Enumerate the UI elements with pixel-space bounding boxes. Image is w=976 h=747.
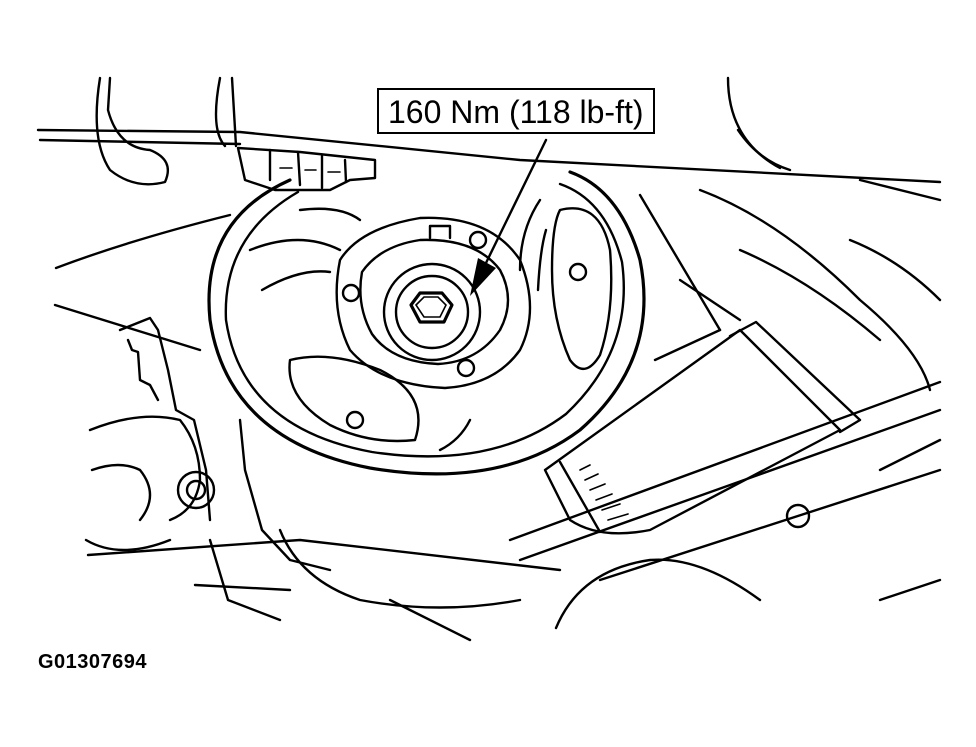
oil-filter <box>543 188 942 535</box>
upper-bracket <box>236 146 377 192</box>
crankshaft-bolt-icon <box>409 291 454 324</box>
torque-callout: 160 Nm (118 lb-ft) <box>377 88 655 134</box>
lower-left-assembly <box>84 316 562 642</box>
engine-block-outline <box>36 76 942 352</box>
lower-frame <box>508 380 942 630</box>
figure-id: G01307694 <box>38 651 148 673</box>
callout-arrow <box>470 138 548 296</box>
crankshaft-pulley <box>207 170 646 476</box>
